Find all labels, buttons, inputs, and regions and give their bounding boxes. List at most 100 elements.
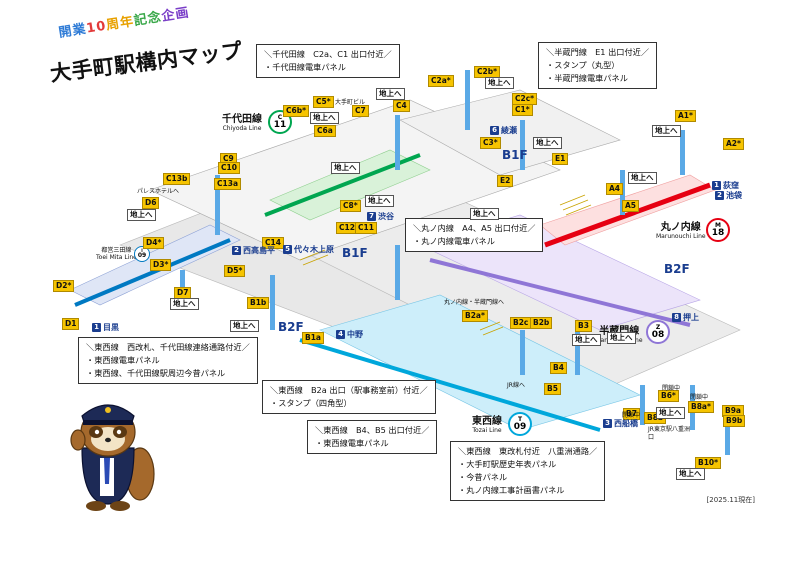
street-level-label: 地上へ	[607, 332, 636, 344]
exit-label: C13b	[163, 173, 191, 185]
platform-number: 3	[603, 419, 612, 428]
line-name-jp: 丸ノ内線	[660, 222, 701, 233]
callout-line: ・東西線、千代田線駅周辺今昔パネル	[86, 368, 226, 378]
hanzomon-track	[429, 258, 691, 327]
exit-label: C14	[262, 237, 284, 249]
destination-name: 渋谷	[378, 212, 394, 221]
callout-line: ＼東西線 B4、B5 出口付近／	[315, 425, 430, 435]
exit-label: E2	[497, 175, 514, 187]
exit-label: B7	[623, 408, 640, 420]
exit-label: A4	[606, 183, 624, 195]
exit-label: C1*	[512, 104, 533, 116]
callout-line: ・東西線電車パネル	[315, 438, 389, 448]
floor-label-b2f: B2F	[664, 262, 690, 276]
chiyoda-track	[264, 153, 421, 217]
callout-line: ・大手町駅歴史年表パネル	[458, 459, 557, 469]
exit-label: A1*	[675, 110, 696, 122]
callout-line: ＼千代田線 C2a、C1 出口付近／	[264, 49, 392, 59]
street-level-label: 地上へ	[470, 208, 499, 220]
exit-label: C6a	[314, 125, 336, 137]
passage-label: 丸ノ内線・半蔵門線へ	[444, 299, 505, 306]
callout-line: ・半蔵門線電車パネル	[546, 73, 628, 83]
exit-label: B10*	[695, 457, 722, 469]
exit-label: B1b	[247, 297, 270, 309]
jr-line-label: JR線へ	[507, 382, 525, 389]
line-name-jp: 都営三田線	[101, 247, 132, 254]
exit-label: C3*	[480, 137, 501, 149]
callout-line: ＼東西線 西改札、千代田線連絡通路付近／	[86, 342, 250, 352]
destination-name: 池袋	[726, 191, 742, 200]
exit-label: B6*	[658, 390, 679, 402]
exit-label: C8*	[340, 200, 361, 212]
street-level-label: 地上へ	[127, 209, 156, 221]
exit-label: A2*	[723, 138, 744, 150]
callout-line: ・丸ノ内線工事計画書パネル	[458, 485, 565, 495]
platform-number: 1	[92, 323, 101, 332]
palace-hotel-label: パレスホテルへ	[137, 188, 180, 195]
exit-label: B9b	[723, 415, 746, 427]
callout-tozai-b2a: ＼東西線 B2a 出口（駅事務室前）付近／ ・スタンプ（四角型）	[262, 380, 436, 414]
chiyoda-line-label: 千代田線 Chiyoda Line	[222, 110, 262, 132]
street-level-label: 地上へ	[485, 77, 514, 89]
platform-number: 7	[367, 212, 376, 221]
closed-label: 閉鎖中	[622, 412, 641, 419]
callout-line: ・今昔パネル	[458, 472, 508, 482]
exit-label: B8a*	[688, 401, 714, 413]
destination-name: 中野	[347, 330, 363, 339]
line-name-en: Marunouchi Line	[656, 233, 706, 240]
street-level-label: 地上へ	[652, 125, 681, 137]
callout-line: ・丸ノ内線電車パネル	[413, 236, 495, 246]
line-name-jp: 半蔵門線	[596, 322, 643, 337]
destination-name: 綾瀬	[501, 126, 517, 135]
tozai-track	[299, 338, 601, 432]
callout-line: ＼東西線 東改札付近 八重洲通路／	[458, 446, 598, 456]
street-level-label: 地上へ	[170, 298, 199, 310]
exit-label: B2c	[510, 317, 532, 329]
exit-label: D1	[62, 318, 80, 330]
platform-number: 4	[336, 330, 345, 339]
mita-track	[74, 238, 231, 307]
exit-label: D3*	[150, 259, 172, 271]
platform-number: 8	[672, 313, 681, 322]
line-name-jp: 千代田線	[222, 114, 262, 125]
otemachi-building-label: 大手町ビル	[335, 99, 366, 106]
exit-label: D2*	[53, 280, 75, 292]
exit-label: C10	[218, 162, 240, 174]
hanzomon-station-code: Z 08	[646, 320, 670, 344]
stairs-markings	[299, 194, 592, 336]
marunouchi-line-label: 丸ノ内線 Marunouchi Line	[656, 218, 706, 240]
exit-label: C2a*	[428, 75, 454, 87]
line-name-en: Chiyoda Line	[222, 125, 262, 132]
closed-label: 閉鎖中	[662, 385, 681, 392]
destination-name: 西船橋	[614, 419, 638, 428]
destination-name: 押上	[683, 313, 699, 322]
platform-number: 1	[712, 181, 721, 190]
street-level-label: 地上へ	[365, 195, 394, 207]
tozai-line-label: 東西線 Tozai Line	[472, 412, 502, 434]
mascot-illustration	[70, 404, 155, 511]
closed-label: 閉鎖中	[690, 394, 709, 401]
date-note: [2025.11現在]	[706, 496, 755, 504]
marunouchi-track	[544, 182, 711, 248]
callout-hanzomon-e1: ＼半蔵門線 E1 出口付近／ ・スタンプ（丸型） ・半蔵門線電車パネル	[538, 42, 658, 89]
exit-label: D4*	[143, 237, 165, 249]
platform-number: 2	[232, 246, 241, 255]
exit-label: E1	[552, 153, 569, 165]
exit-label: B2a*	[462, 310, 488, 322]
tozai-station-code: T 09	[508, 412, 532, 436]
exit-label: A5	[622, 200, 640, 212]
exit-label: B4	[550, 362, 567, 374]
callout-tozai-west: ＼東西線 西改札、千代田線連絡通路付近／ ・東西線電車パネル ・東西線、千代田線…	[78, 337, 258, 384]
callout-line: ・東西線電車パネル	[86, 355, 160, 365]
floor-label-b1f: B1F	[342, 246, 368, 260]
callout-line: ・スタンプ（丸型）	[546, 60, 620, 70]
street-level-label: 地上へ	[310, 112, 339, 124]
